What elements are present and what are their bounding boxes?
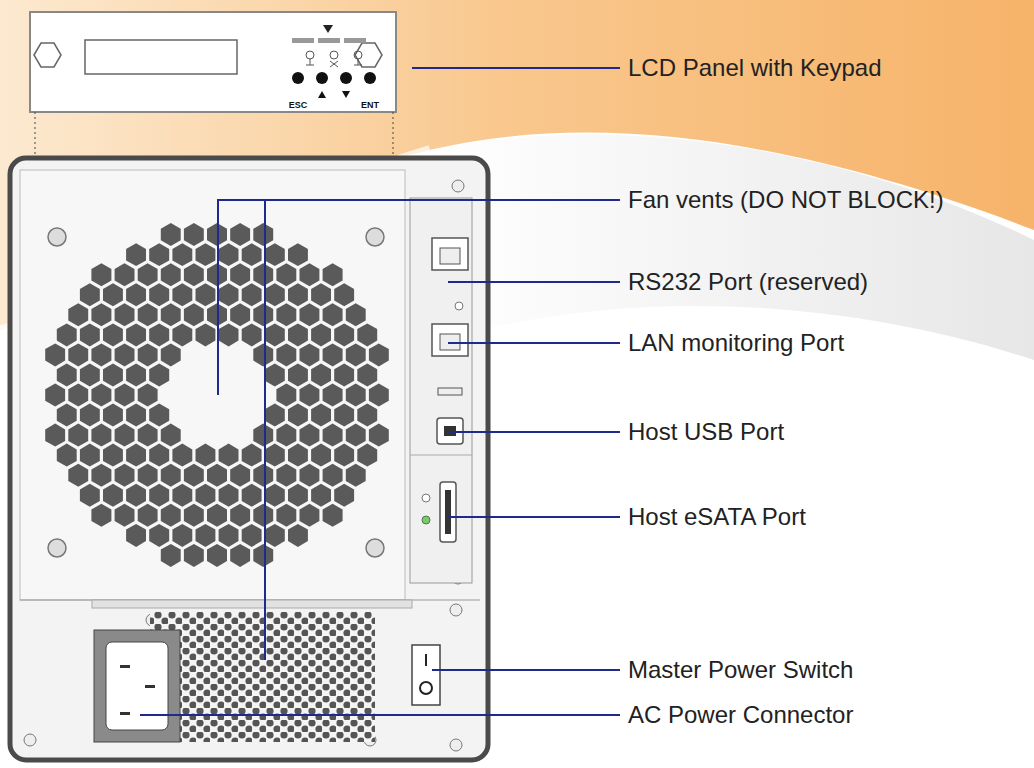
callout-label: RS232 Port (reserved) xyxy=(628,268,868,296)
callout-label: Host eSATA Port xyxy=(628,503,806,531)
callout-label: Host USB Port xyxy=(628,418,784,446)
key-label: ENT xyxy=(361,100,379,110)
callout-label: AC Power Connector xyxy=(628,701,853,729)
callout-label: Master Power Switch xyxy=(628,656,853,684)
callout-label: LAN monitoring Port xyxy=(628,329,844,357)
key-label: ESC xyxy=(289,100,308,110)
callout-label: Fan vents (DO NOT BLOCK!) xyxy=(628,186,944,214)
callout-label: LCD Panel with Keypad xyxy=(628,54,881,82)
